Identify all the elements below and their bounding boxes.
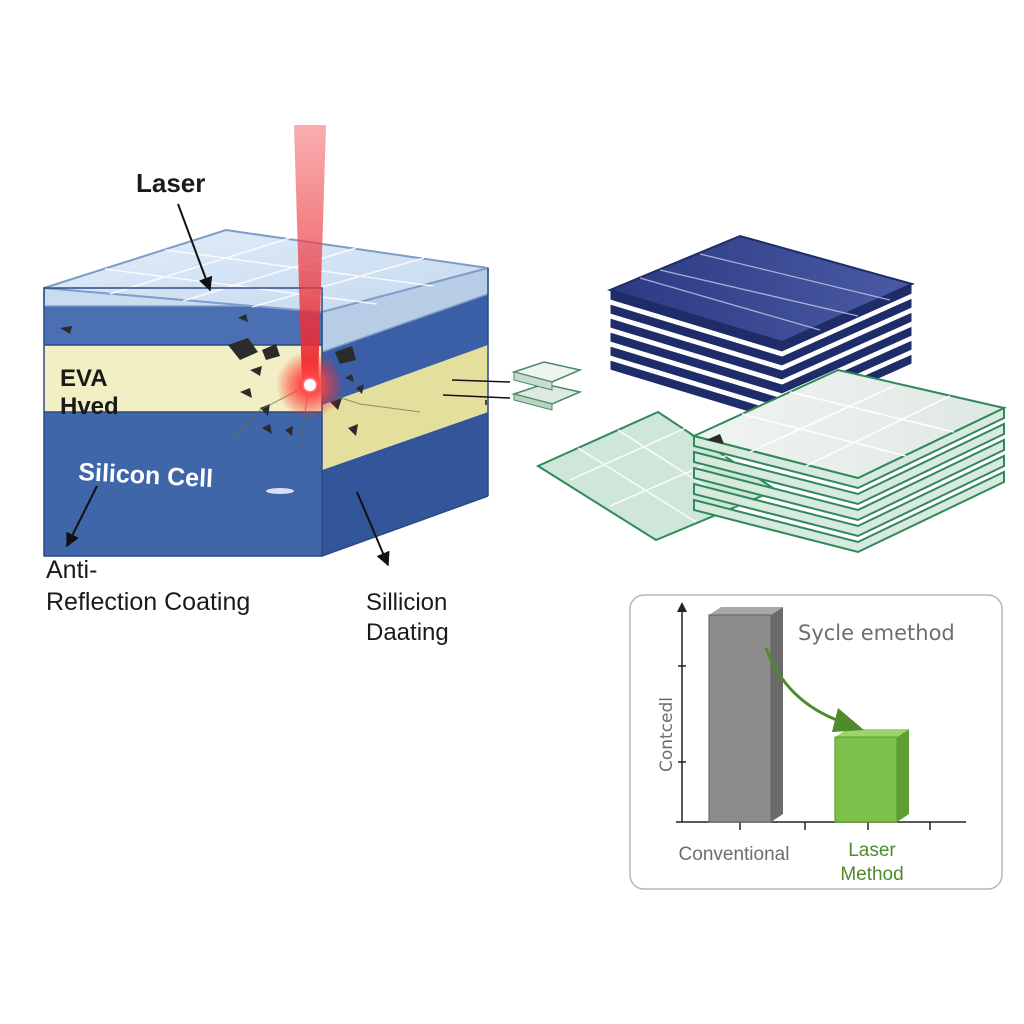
bar-top-1 (835, 729, 909, 738)
coating-layer-front (44, 305, 322, 345)
glass-grid-line (741, 413, 907, 457)
category-label-0-0: Conventional (679, 844, 790, 865)
glass-grid-line (805, 395, 951, 467)
chart-bars (708, 607, 909, 823)
reduction-arrowhead (832, 708, 864, 732)
laser-impact-core (304, 379, 316, 391)
bar-laser-method (834, 736, 898, 823)
chart-y-axis-arrow (677, 602, 687, 612)
bar-side-0 (771, 607, 783, 822)
glass-chip (706, 434, 724, 444)
chart-x-ticks (739, 822, 931, 830)
silicon-cell-stack (607, 234, 915, 423)
bar-side-1 (897, 729, 909, 822)
laser-label-arrow (177, 203, 213, 292)
reduction-arrow (764, 647, 843, 724)
anti-label-line2: Reflection Coating (46, 588, 250, 616)
glass-sheet-stack (691, 368, 1008, 554)
comparison-chart: Sycle emethod Contcedl Conventional Laser… (629, 594, 1003, 890)
bar-conventional (708, 614, 772, 823)
busbar-line (639, 277, 821, 331)
stack-cell-top (607, 234, 915, 344)
eva-label-line1: EVA (60, 365, 108, 392)
glass-stack-edge (693, 422, 1005, 506)
glass-stack-edge (693, 438, 1005, 522)
coating-layer-side (322, 294, 488, 405)
stack-cell-edge (609, 297, 913, 367)
glass-grid-line (789, 391, 955, 433)
stack-cell-edge (609, 325, 913, 395)
silicon-coating-label-line2: Daating (366, 619, 449, 646)
separated-fragments (442, 361, 583, 411)
busbar-line (699, 253, 891, 301)
anti-label-line1: Anti- (46, 556, 97, 584)
busbar-line (659, 269, 859, 317)
silicon-coating-label-line1: Sillicion (366, 589, 447, 616)
ablation-debris (60, 314, 364, 436)
category-label-1-0: Laser (848, 840, 896, 861)
eva-layer-side (322, 345, 488, 470)
silicon-layer-front (44, 412, 322, 556)
laser-beam-shaft (294, 125, 326, 384)
anti-reflection-arrow (66, 485, 98, 548)
silicon-scratch (266, 488, 294, 494)
chart-y-ticks (678, 665, 686, 763)
laser-label: Laser (136, 168, 205, 198)
eva-label-line2: Hved (60, 393, 119, 420)
bar-top-0 (709, 607, 783, 615)
category-label-1-1: Method (840, 864, 903, 885)
layered-panel-block (43, 228, 489, 557)
silicon-layer-side (322, 412, 488, 556)
glass-stack-edge (693, 470, 1005, 554)
silicon-coating-arrow (356, 491, 390, 567)
chart-ylabel: Contcedl (657, 697, 677, 772)
laser-beam (276, 125, 344, 419)
stack-cell-edge (609, 311, 913, 381)
chart-title: Sycle emethod (798, 621, 955, 645)
glass-stack-edge (693, 454, 1005, 538)
glass-grid-line (749, 385, 895, 453)
